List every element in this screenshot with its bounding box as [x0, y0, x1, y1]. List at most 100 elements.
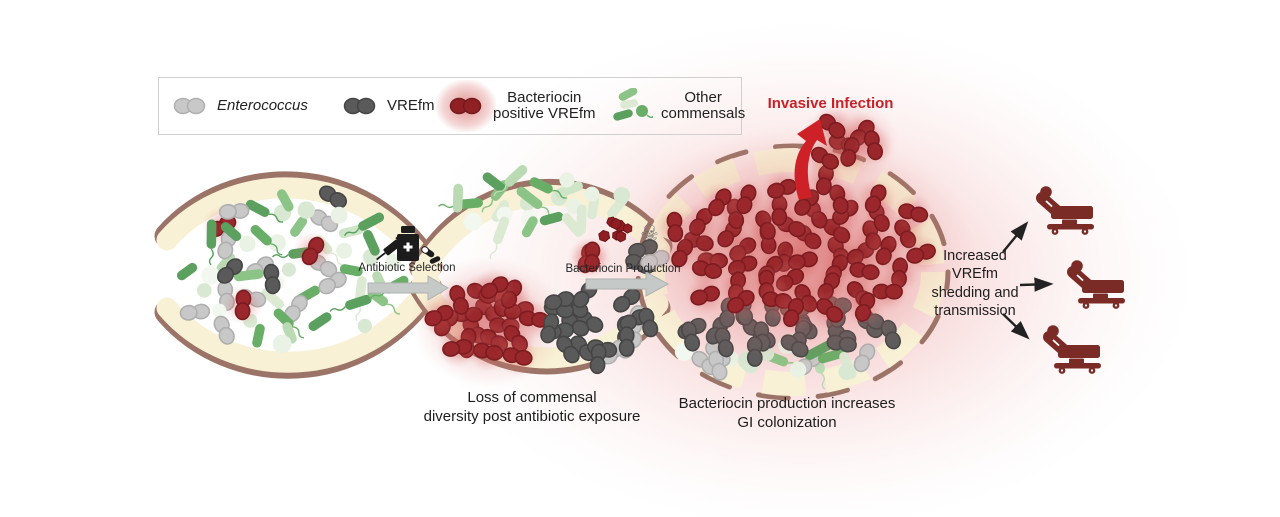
- lightgray-diplococcus: [179, 303, 211, 321]
- commensal-rod: [250, 224, 283, 256]
- commensal-coccus: [584, 186, 600, 202]
- commensal-coccus: [197, 283, 212, 298]
- commensal-rod: [282, 322, 297, 344]
- legend-label-enterococcus: Enterococcus: [217, 96, 308, 114]
- commensal-rod: [482, 172, 506, 193]
- commensal-rod: [216, 252, 236, 273]
- red-diplococcus: [572, 236, 613, 277]
- red-diplococcus: [853, 125, 894, 166]
- gi-colonization-caption: Bacteriocin production increases GI colo…: [678, 395, 896, 432]
- commensal-rod: [363, 229, 380, 256]
- red-diplococcus: [437, 327, 478, 368]
- legend-label-other-commensals: Other commensals: [661, 88, 746, 122]
- commensal-rod: [539, 211, 564, 226]
- commensal-coccus: [268, 234, 286, 252]
- commensal-rod: [308, 312, 332, 331]
- commensal-coccus: [201, 266, 220, 285]
- commensal-rod: [261, 288, 285, 309]
- shedding-transmission-label: Increased VREfm shedding and transmissio…: [931, 248, 1019, 319]
- invasive-breakout-arrow: [794, 119, 827, 200]
- invasive-infection-label: Invasive Infection: [767, 95, 894, 112]
- lightgray-diplococcus: [218, 203, 250, 220]
- gut2-vrefm-cluster: [540, 281, 659, 375]
- bacteria-layer: [176, 101, 976, 390]
- commensal-rod: [290, 216, 308, 237]
- red-diplococcus: [805, 138, 845, 179]
- commensal-rod: [206, 219, 217, 266]
- bacteriocin-positive-vrefm-icon: [436, 80, 496, 132]
- darkgray-diplococcus: [556, 335, 580, 364]
- red-diplococcus: [474, 267, 515, 308]
- red-diplococcus: [762, 168, 802, 209]
- red-diplococcus: [654, 207, 695, 247]
- red-diplococcus: [685, 275, 726, 316]
- commensal-coccus: [559, 172, 575, 188]
- invasive-vrefm-escaped: [799, 101, 899, 181]
- commensal-rod: [343, 212, 385, 237]
- commensal-rod: [452, 183, 464, 213]
- bacteriocin-production-label: Bacteriocin Production: [565, 263, 681, 275]
- gut3-bacteriocin-mass: [620, 128, 976, 372]
- darkgray-diplococcus: [613, 288, 641, 313]
- red-diplococcus: [901, 233, 942, 274]
- commensal-rod: [529, 177, 567, 199]
- legend-item-other-commensals: Other commensals: [611, 78, 745, 134]
- vrefm-icon: [343, 97, 376, 115]
- enterococcus-icon: [173, 97, 206, 115]
- commensal-rod: [554, 181, 583, 199]
- commensal-rod: [233, 269, 264, 282]
- commensal-coccus: [357, 318, 372, 333]
- bacteriocin-production-arrow: [585, 271, 670, 297]
- darkgray-diplococcus: [318, 185, 348, 209]
- legend-item-bacteriocin-positive-vrefm: Bacteriocin positive VREfm: [436, 78, 596, 134]
- darkgray-diplococcus: [589, 343, 607, 375]
- pills-icon: [421, 246, 441, 264]
- gut-wall-section1-bottom: [154, 273, 443, 379]
- darkgray-diplococcus: [544, 291, 575, 311]
- transmission-arrows: [1002, 221, 1054, 340]
- commensal-coccus: [281, 262, 296, 277]
- pill-bottle-icon: [397, 226, 419, 261]
- antibiotic-selection-arrow: [367, 275, 449, 301]
- bacteriocin-particle: [610, 217, 622, 230]
- legend-label-bacteriocin-positive-vrefm: Bacteriocin positive VREfm: [493, 88, 596, 122]
- legend-item-vrefm: VREfm: [341, 78, 435, 134]
- darkgray-diplococcus: [618, 326, 635, 357]
- skull-icon: ☠: [640, 221, 659, 245]
- commensal-rod: [493, 165, 528, 197]
- commensal-coccus: [272, 334, 292, 354]
- red-diplococcus: [497, 336, 538, 377]
- red-diplococcus: [773, 292, 814, 333]
- darkgray-diplococcus: [263, 263, 281, 295]
- antibiotic-selection-label: Antibiotic Selection: [358, 262, 456, 274]
- red-diplococcus: [855, 178, 896, 219]
- commensal-rod: [521, 216, 538, 238]
- red-diplococcus: [809, 290, 850, 331]
- commensal-rod: [220, 222, 242, 242]
- gut1-mixed-community: [176, 185, 409, 354]
- commensal-rod: [339, 264, 363, 277]
- bacteriocin-particle: [598, 229, 611, 243]
- red-diplococcus: [419, 295, 459, 336]
- commensal-rod: [252, 323, 265, 348]
- other-commensals-icon: [613, 88, 653, 121]
- darkgray-diplococcus: [638, 307, 659, 338]
- commensal-coccus: [212, 303, 227, 318]
- commensal-coccus: [336, 242, 353, 259]
- commensal-rod: [329, 294, 372, 312]
- red-diplococcus: [223, 285, 263, 325]
- commensal-rod: [245, 199, 284, 223]
- migrating-bacteriocin-vrefm: [567, 236, 613, 279]
- commensal-rod: [176, 262, 198, 281]
- commensal-coccus: [463, 212, 482, 231]
- red-diplococcus: [893, 192, 934, 233]
- darkgray-diplococcus: [216, 258, 244, 284]
- red-diplococcus: [845, 287, 886, 327]
- gut2-commensals: [438, 165, 631, 260]
- red-diplococcus: [293, 231, 333, 271]
- loss-of-diversity-caption: Loss of commensal diversity post antibio…: [423, 389, 641, 426]
- commensal-rod: [561, 213, 584, 237]
- commensal-coccus: [239, 235, 256, 252]
